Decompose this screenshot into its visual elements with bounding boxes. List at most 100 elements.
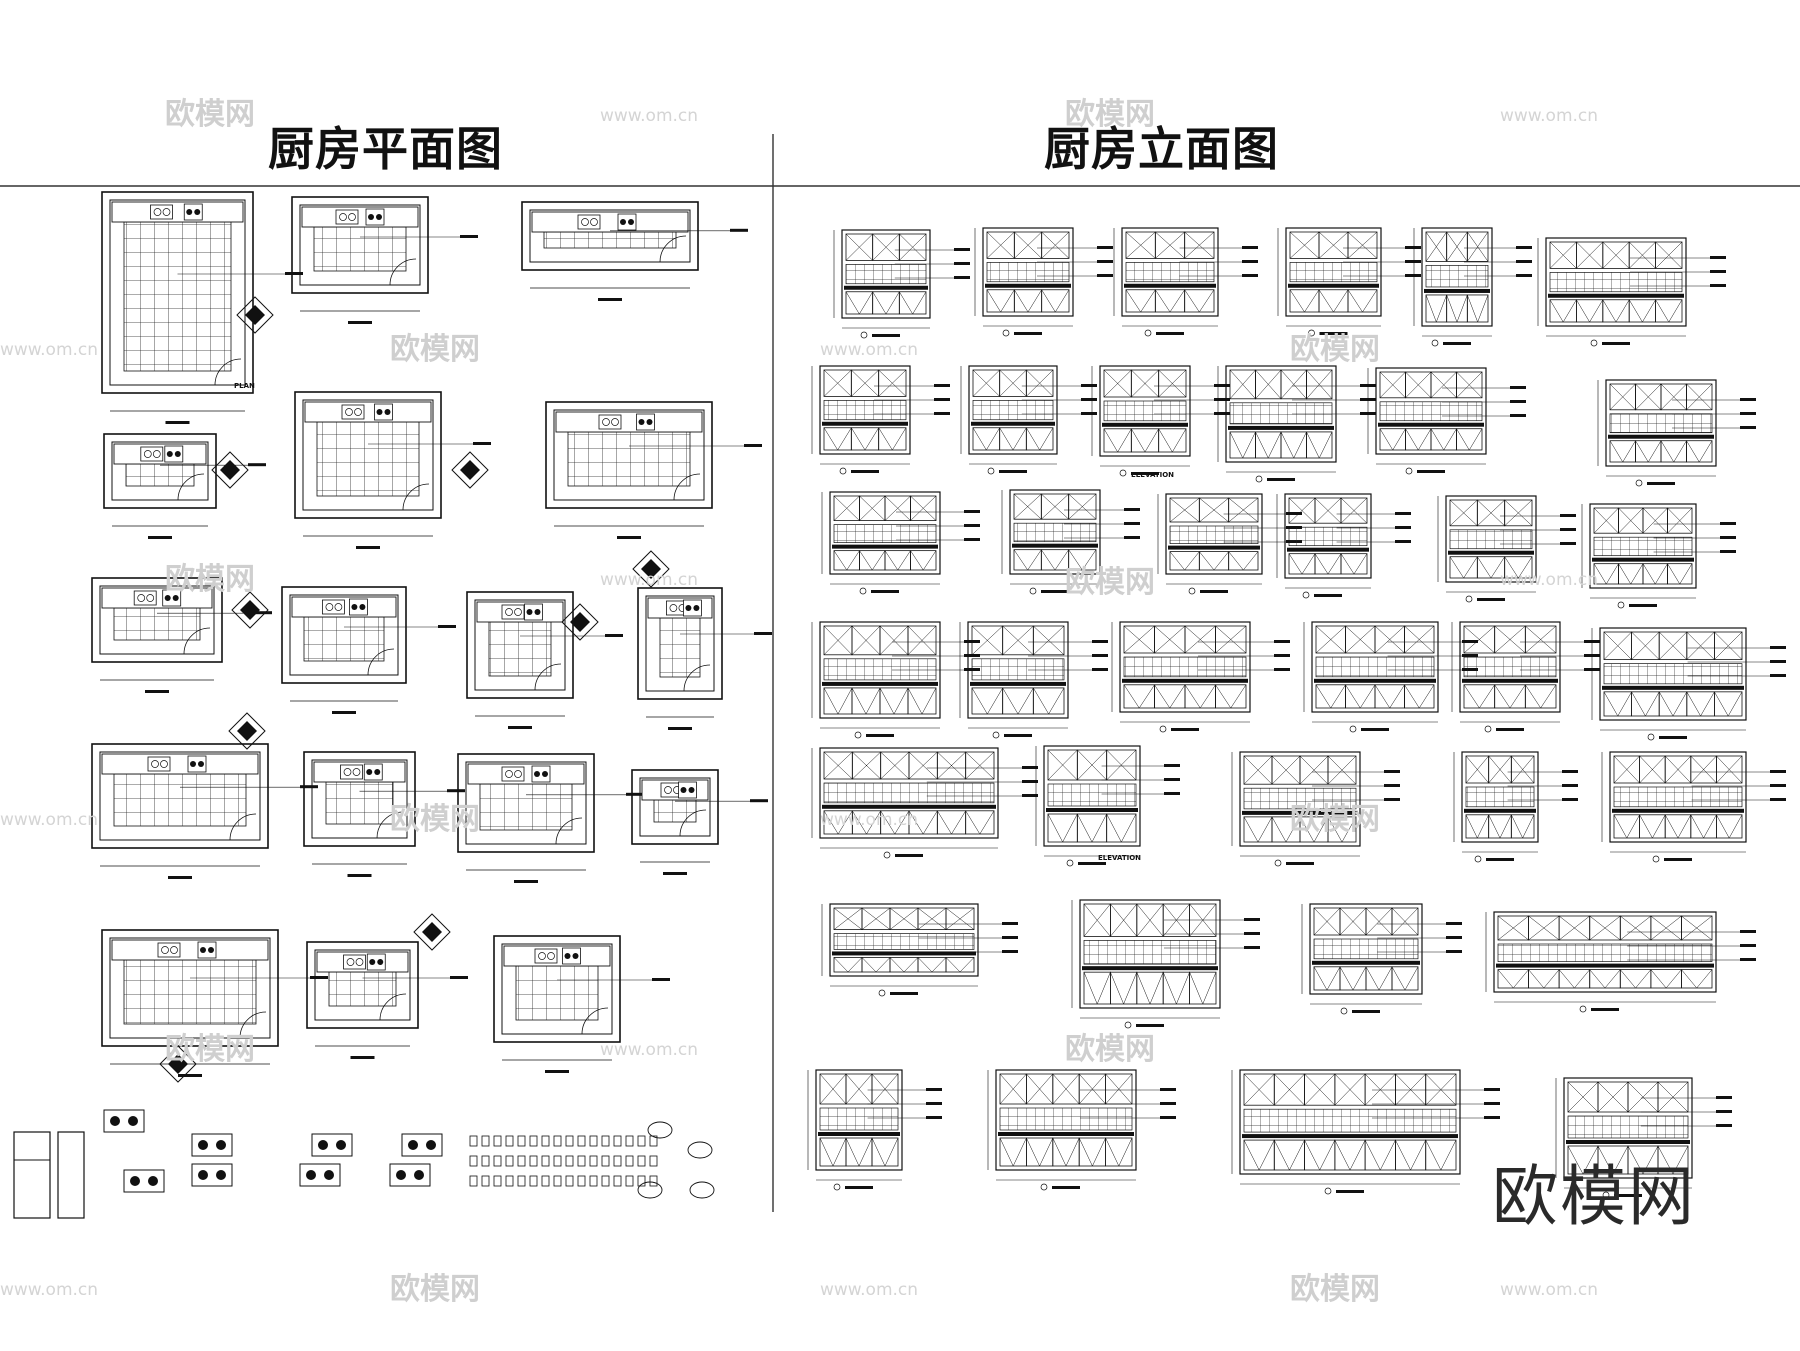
caption-bar: [356, 546, 380, 549]
cabinet-door-mark: [845, 1073, 873, 1105]
base-cabinet: [850, 427, 880, 451]
fixture-block: [493, 1155, 502, 1167]
floor-tiles: [328, 971, 397, 1007]
inner-wall: [111, 441, 209, 501]
inner-wall: [639, 777, 711, 837]
upper-cabinet: [1347, 231, 1378, 259]
cabinet-door-mark: [1627, 1145, 1659, 1175]
note-bar: [1716, 1096, 1732, 1099]
caption-bar: [1200, 590, 1228, 593]
kitchen-elevation: [1111, 621, 1290, 733]
countertop: [844, 285, 928, 290]
cabinet-door-mark: [871, 1073, 899, 1105]
burner-icon: [324, 1170, 334, 1180]
burner-icon: [172, 595, 179, 601]
cabinet-door-mark: [852, 810, 881, 835]
base-cabinet: [1365, 966, 1393, 991]
watermark: 欧模网: [390, 1272, 480, 1307]
callout-icon: [859, 587, 867, 595]
fixture-block: [529, 1175, 538, 1187]
cabinet-door-mark: [1068, 493, 1097, 520]
note-bar: [1002, 936, 1018, 939]
cabinet-door-mark: [1318, 289, 1349, 313]
countertop: [818, 1132, 900, 1136]
base-cabinet: [1497, 969, 1529, 989]
cabinet-door-mark: [1589, 969, 1621, 989]
caption-bar: [1361, 728, 1389, 731]
caption-bar: [1171, 728, 1199, 731]
base-cabinet: [1602, 299, 1630, 323]
kitchen-elevation: [811, 747, 1038, 859]
cabinet-door-mark: [1494, 625, 1526, 654]
note-bar: [1446, 922, 1462, 925]
callout-icon: [1579, 1005, 1587, 1013]
cabinet-door-mark: [986, 289, 1015, 313]
caption-bar: [668, 727, 692, 730]
door-swing: [555, 817, 583, 845]
watermark-url: www.om.cn: [820, 340, 919, 360]
base-cabinet: [823, 427, 852, 451]
countertop: [1168, 545, 1260, 550]
cabinet-door-mark: [1379, 428, 1406, 451]
base-cabinet: [1289, 289, 1320, 313]
cabinet-door-mark: [1635, 440, 1662, 463]
watermark: 欧模网: [390, 802, 480, 837]
base-cabinet: [1103, 428, 1132, 453]
cabinet-door-mark: [1155, 231, 1185, 259]
kitchen-elevation: [821, 903, 1018, 997]
caption-bar: [1319, 332, 1348, 335]
note-bar: [1274, 640, 1290, 643]
cabinet-door-mark: [1047, 749, 1078, 781]
burner-icon: [396, 1170, 406, 1180]
cabinet-door-mark: [1667, 507, 1693, 534]
watermark-url: www.om.cn: [0, 810, 99, 830]
backsplash: [823, 782, 995, 804]
callout-icon: [1431, 339, 1439, 347]
cabinet-door-mark: [1603, 631, 1632, 660]
cabinet-door-mark: [859, 495, 886, 521]
fixture-block: [505, 1135, 514, 1147]
drain-icon: [348, 213, 356, 221]
cabinet-door-mark: [1690, 814, 1717, 839]
base-cabinet: [1106, 813, 1137, 843]
backsplash: [1609, 413, 1713, 434]
compass-icon: [211, 451, 249, 489]
outer-wall: [294, 391, 442, 519]
base-cabinet: [833, 550, 860, 571]
cabinet-door-mark: [819, 1137, 847, 1167]
cabinet-door-mark: [1033, 625, 1065, 655]
cabinet-door-mark: [1228, 551, 1259, 571]
backsplash: [1567, 1115, 1689, 1139]
cabinet-door-mark: [945, 907, 975, 930]
outer-wall: [291, 196, 429, 294]
base-cabinet: [1123, 684, 1155, 709]
cabinet-door-mark: [1395, 1139, 1426, 1171]
base-cabinet: [851, 687, 881, 715]
kitchen-elevation: [1437, 495, 1576, 603]
cabinet-door-mark: [1667, 563, 1693, 585]
base-cabinet: [1374, 684, 1405, 709]
cabinet-door-mark: [1456, 428, 1483, 451]
note-bar: [1716, 1110, 1732, 1113]
door-swing: [376, 811, 404, 839]
base-cabinet: [1076, 813, 1108, 843]
base-cabinet: [1304, 1139, 1336, 1171]
caption-bar: [1078, 862, 1106, 865]
cabinet-door-mark: [999, 427, 1027, 451]
fixture-block: [505, 1155, 514, 1167]
kitchen-plan: [457, 753, 644, 883]
cabinet-door-mark: [1465, 755, 1489, 784]
caption-bar: [145, 690, 169, 693]
counter-top: [111, 201, 244, 223]
cabinet-door-mark: [1467, 231, 1489, 262]
callout-icon: [1405, 467, 1413, 475]
stove-icon: [363, 763, 383, 781]
burner-icon: [130, 1176, 140, 1186]
burner-icon: [534, 771, 540, 777]
watermark: 欧模网: [1065, 565, 1155, 600]
drain-icon: [152, 450, 161, 458]
cabinet-door-mark: [1041, 549, 1069, 571]
elevation-tag-2: ELEVATION: [1098, 854, 1141, 862]
cabinet-door-mark: [1567, 1081, 1599, 1113]
fixture-block: [481, 1135, 490, 1147]
